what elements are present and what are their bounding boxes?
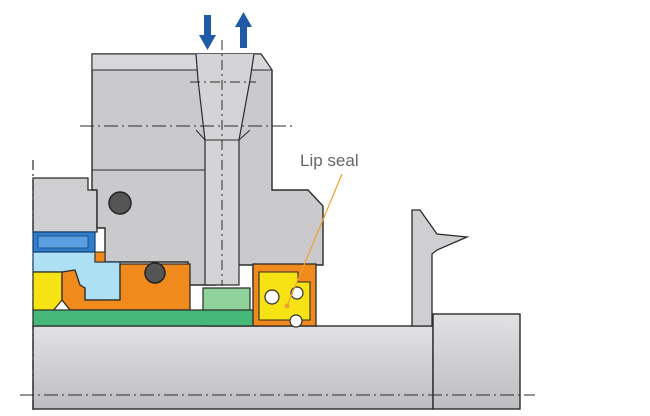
blue-seal-ring: [32, 231, 96, 253]
flow-in-arrow: [199, 15, 216, 50]
yellow-ring-left: [32, 271, 63, 313]
shaft: [20, 313, 535, 410]
lip-seal-spring-3: [289, 314, 303, 328]
o-ring-lower: [144, 262, 166, 284]
flinger-ring: [411, 209, 470, 327]
callout-leader: [286, 173, 343, 307]
callout-dot: [284, 303, 290, 309]
o-ring-upper: [108, 191, 132, 215]
green-sleeve: [32, 309, 259, 327]
lip-seal-label: Lip seal: [300, 151, 359, 170]
flush-port: [190, 40, 256, 286]
lip-seal-spring-1: [264, 289, 280, 305]
flow-out-arrow: [235, 12, 252, 48]
lip-seal: [252, 263, 317, 328]
